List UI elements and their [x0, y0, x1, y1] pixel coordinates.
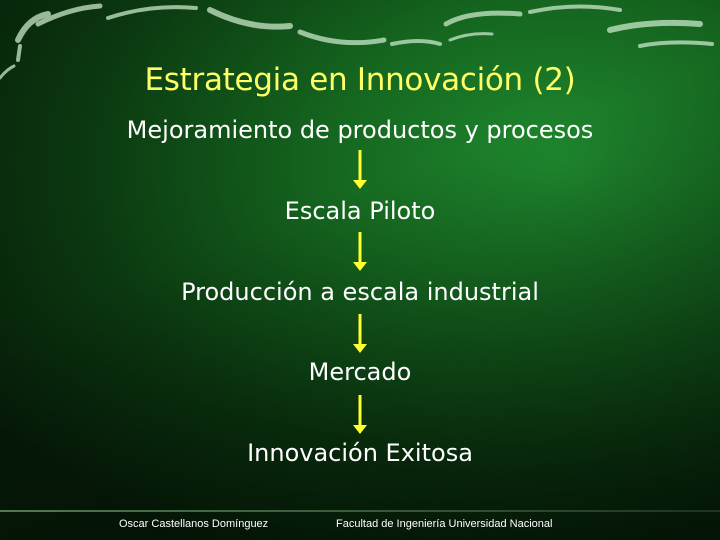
footer-divider	[0, 510, 720, 512]
down-arrow-icon	[353, 232, 367, 271]
footer-institution: Facultad de Ingeniería Universidad Nacio…	[336, 518, 553, 530]
down-arrow-icon	[353, 314, 367, 353]
step-product-process-improvement: Mejoramiento de productos y procesos	[126, 116, 594, 144]
step-successful-innovation: Innovación Exitosa	[247, 439, 473, 467]
down-arrow-icon	[353, 150, 367, 189]
down-arrow-icon	[353, 395, 367, 434]
step-industrial-production: Producción a escala industrial	[181, 278, 539, 306]
decorative-brush-strokes	[0, 3, 714, 80]
slide-title: Estrategia en Innovación (2)	[144, 62, 576, 98]
footer-author: Oscar Castellanos Domínguez	[119, 518, 269, 530]
step-market: Mercado	[308, 358, 412, 386]
step-pilot-scale: Escala Piloto	[284, 197, 436, 225]
